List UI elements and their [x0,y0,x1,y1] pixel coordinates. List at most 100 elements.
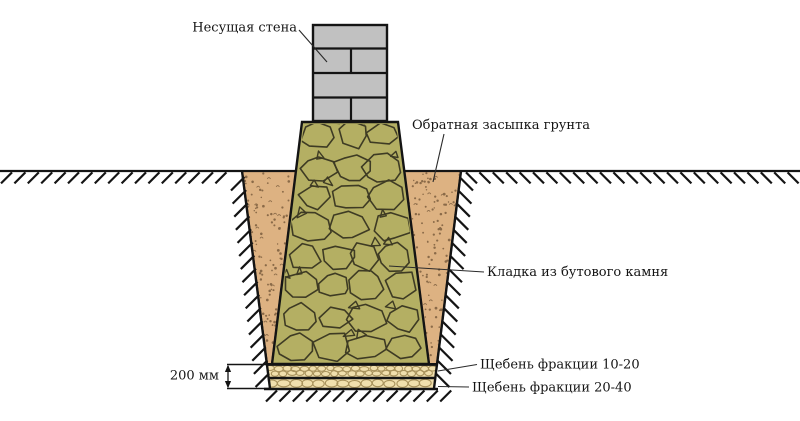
hatch-line [372,389,385,403]
hatch-ground-right [465,171,800,185]
soil-speckle [428,294,430,296]
soil-speckle [426,280,429,283]
soil-curl [279,263,284,266]
soil-speckle [448,293,452,297]
soil-speckle [424,316,427,318]
pebble-small [427,365,437,372]
pebble-small [282,365,293,372]
soil-speckle [266,317,269,320]
hatch-line [446,281,462,297]
pebble-large [289,379,304,388]
soil-speckle [444,211,447,215]
hatch-line [53,171,67,185]
soil-speckle [424,308,427,311]
hatch-line [253,359,269,375]
soil-curl [275,185,280,188]
soil-speckle [245,351,249,355]
soil-speckle [258,255,261,258]
soil-speckle [412,179,415,182]
hatch-bottom [265,389,452,403]
soil-speckle [254,207,257,210]
soil-speckle [441,224,444,227]
soil-speckle [421,222,423,225]
pebble-small [415,369,425,377]
soil-speckle [261,312,265,316]
hatch-line [244,294,261,310]
soil-speckle [274,266,277,270]
soil-speckle [423,180,426,183]
soil-speckle [415,246,419,249]
soil-speckle [262,204,265,208]
pebble-large [312,379,325,388]
soil-speckle [433,251,437,255]
soil-speckle [445,314,448,316]
soil-curl [246,269,251,272]
hatch-line [666,171,679,185]
hatch-line [230,176,246,192]
hatch-line [231,189,247,205]
rubble-stone [365,124,400,145]
hatch-line [786,171,800,185]
pebble-small [388,369,399,377]
hatch-line [278,389,292,403]
hatch-line [706,171,719,185]
hatch-line [318,389,332,403]
soil-curl [427,281,432,284]
soil-speckle [247,265,250,268]
hatch-line [447,267,463,284]
label-rubble-masonry: Кладка из бутового камня [487,265,668,280]
hatch-line [243,281,259,297]
rubble-stone [344,334,388,360]
hatch-line [693,171,706,185]
soil-speckle [436,239,439,242]
soil-speckle [261,189,264,192]
soil-speckle [445,254,448,257]
soil-speckle [270,221,274,224]
soil-curl [460,335,461,338]
soil-speckle [251,180,254,184]
soil-curl [255,226,260,229]
rubble-stone [284,270,319,299]
soil-speckle [417,213,420,216]
soil-speckle [261,273,264,276]
soil-speckle [411,218,414,220]
soil-speckle [436,219,439,223]
soil-speckle [419,181,422,185]
soil-speckle [445,342,448,344]
hatch-line [452,228,468,244]
hatch-line [458,176,474,192]
soil-speckle [250,337,254,340]
soil-speckle [418,198,421,201]
hatch-line [442,307,459,323]
soil-speckle [254,224,258,227]
hatch-line [305,389,318,403]
soil-speckle [425,275,428,279]
soil-speckle [411,185,414,188]
hatch-line [94,171,107,185]
pebble-small [290,365,301,373]
soil-speckle [461,228,463,230]
soil-speckle [270,212,273,216]
hatch-line [545,171,559,185]
soil-speckle [419,270,422,273]
soil-speckle [456,226,459,229]
soil-curl [242,201,245,204]
soil-speckle [432,233,435,236]
hatch-line [457,189,473,205]
pebble-small [394,365,404,373]
hatch-line [40,171,53,185]
soil-speckle [268,293,271,296]
rubble-chip [322,176,334,187]
soil-speckle [260,296,262,299]
rubble-stone [366,179,405,211]
soil-speckle [276,249,280,252]
rubble-stone [386,304,420,334]
rubble-stones [276,124,422,362]
soil-speckle [442,247,445,250]
soil-speckle [240,189,242,191]
label-backfill: Обратная засыпка грунта [412,118,590,133]
soil-speckle [457,281,461,285]
soil-speckle [432,221,435,223]
hatch-line [385,389,399,403]
soil-speckle [447,238,451,242]
